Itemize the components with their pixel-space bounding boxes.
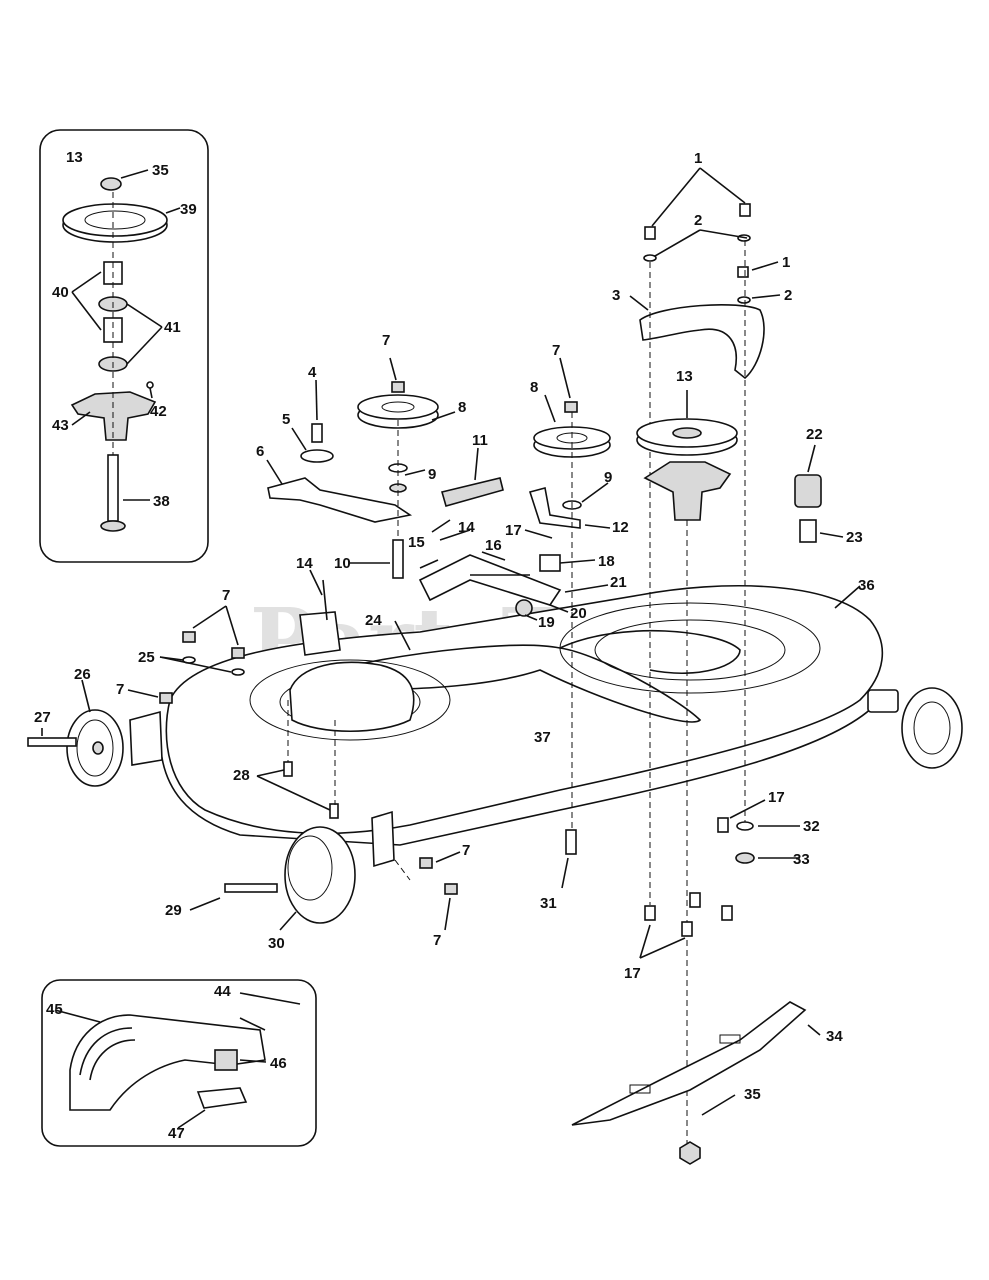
label-7-d: 7 [116, 681, 124, 698]
deck-housing [159, 584, 899, 846]
label-38: 38 [153, 493, 170, 510]
label-41: 41 [164, 319, 181, 336]
label-35: 35 [744, 1086, 761, 1103]
deck-bolts-28 [256, 700, 339, 819]
label-33: 33 [793, 851, 810, 868]
label-15: 15 [408, 534, 425, 551]
idler-pulley-left [266, 357, 456, 579]
label-24: 24 [365, 612, 382, 629]
label-7-a: 7 [382, 332, 390, 349]
label-25: 25 [138, 649, 155, 666]
label-7-c: 7 [222, 587, 230, 604]
part-labels: 1 2 1 2 3 13 22 23 36 7 8 9 4 5 6 10 11 … [34, 150, 875, 1142]
label-1b: 1 [782, 254, 790, 271]
label-23: 23 [846, 529, 863, 546]
label-6: 6 [256, 443, 264, 460]
label-28: 28 [233, 767, 250, 784]
belt-cover-assembly [629, 167, 781, 905]
label-14-a: 14 [458, 519, 475, 536]
inset-spindle-assembly: 13 35 39 40 41 42 43 38 [39, 129, 209, 563]
belt [329, 629, 741, 723]
label-8-a: 8 [458, 399, 466, 416]
label-26: 26 [74, 666, 91, 683]
label-20: 20 [570, 605, 587, 622]
label-32: 32 [803, 818, 820, 835]
label-11: 11 [472, 432, 488, 449]
label-36: 36 [858, 577, 875, 594]
label-46: 46 [270, 1055, 287, 1072]
inset-discharge-chute [41, 979, 317, 1147]
chute-bracket [299, 611, 341, 656]
label-35-inset: 35 [152, 162, 169, 179]
label-43: 43 [52, 417, 69, 434]
label-3: 3 [612, 287, 620, 304]
label-45: 45 [46, 1001, 63, 1018]
label-44: 44 [214, 983, 231, 1000]
label-30: 30 [268, 935, 285, 952]
lower-hardware [561, 799, 800, 959]
label-9-a: 9 [428, 466, 436, 483]
label-2: 2 [694, 212, 702, 229]
label-39: 39 [180, 201, 197, 218]
label-17-b: 17 [768, 789, 785, 806]
right-wheel [834, 585, 963, 769]
label-27: 27 [34, 709, 51, 726]
left-spindle-cover [289, 661, 415, 733]
label-42: 42 [150, 403, 167, 420]
label-47: 47 [168, 1125, 185, 1142]
label-17-a: 17 [505, 522, 522, 539]
label-1: 1 [694, 150, 702, 167]
label-7-b: 7 [552, 342, 560, 359]
left-fasteners [127, 605, 245, 704]
label-37: 37 [534, 729, 551, 746]
label-34: 34 [826, 1028, 843, 1045]
label-29: 29 [165, 902, 182, 919]
label-9-b: 9 [604, 469, 612, 486]
label-21: 21 [610, 574, 627, 591]
left-rear-wheel [189, 810, 461, 931]
left-front-wheel [27, 679, 163, 787]
label-19: 19 [538, 614, 555, 631]
label-31: 31 [540, 895, 557, 912]
label-7-e: 7 [462, 842, 470, 859]
label-13: 13 [676, 368, 693, 385]
deck-spindle-assembly [636, 390, 738, 1145]
label-12: 12 [612, 519, 629, 536]
label-18: 18 [598, 553, 615, 570]
label-22: 22 [806, 426, 823, 443]
label-17-c: 17 [624, 965, 641, 982]
idler-pulley-right [528, 357, 611, 830]
label-10: 10 [334, 555, 351, 572]
label-8-b: 8 [530, 379, 538, 396]
grease-fitting-parts [794, 444, 844, 543]
tension-spring-assembly [309, 447, 609, 651]
label-2b: 2 [784, 287, 792, 304]
label-16: 16 [485, 537, 502, 554]
label-14-b: 14 [296, 555, 313, 572]
inset-header-label: 13 [66, 149, 83, 166]
label-4: 4 [308, 364, 317, 381]
label-7-f: 7 [433, 932, 441, 949]
label-5: 5 [282, 411, 290, 428]
label-40: 40 [52, 284, 69, 301]
mower-blade [571, 1001, 821, 1165]
